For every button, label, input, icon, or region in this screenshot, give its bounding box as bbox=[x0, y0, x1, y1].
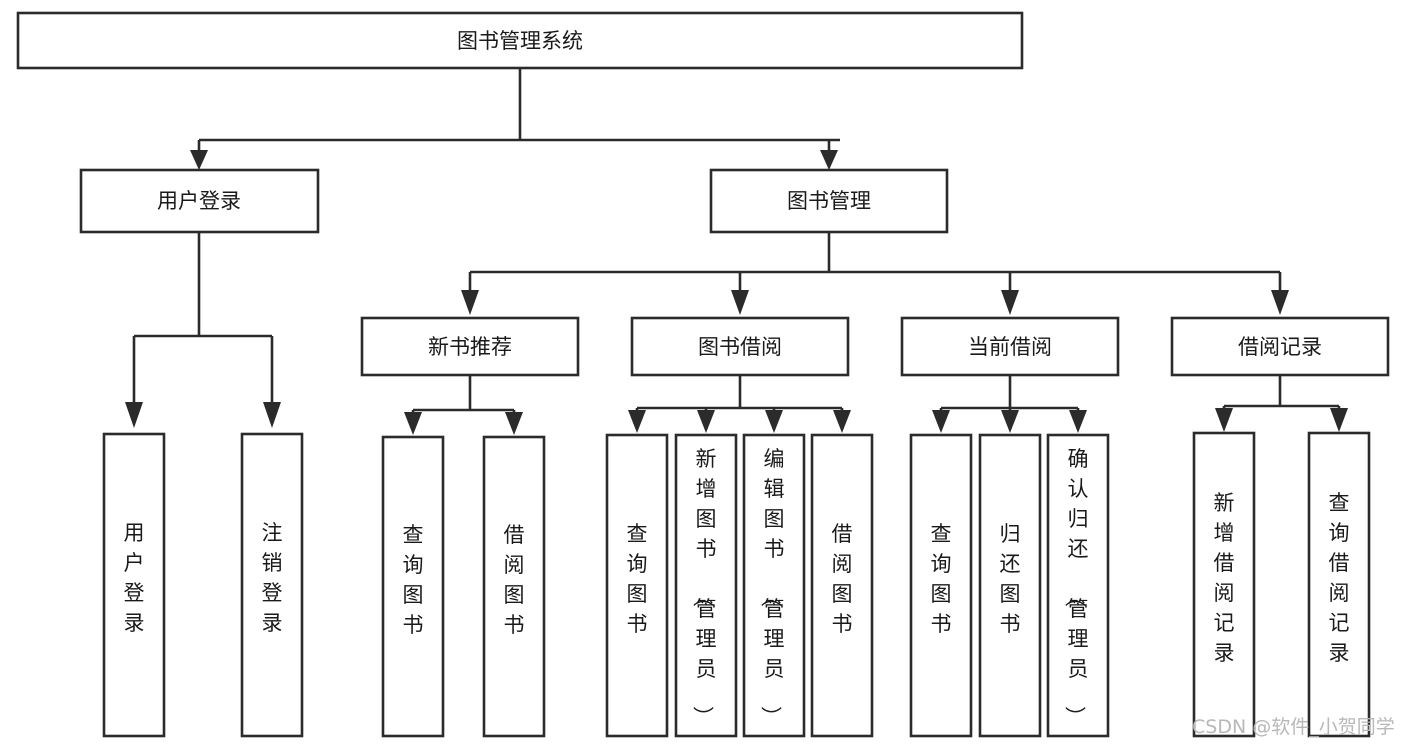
arrow-icon-borrowrecord-leaf-1 bbox=[1215, 408, 1233, 432]
leaf-borrowrecord-add-record[interactable]: 新增借阅记录 bbox=[1192, 431, 1256, 738]
leaf-borrowrecord-query-record-box[interactable] bbox=[1307, 431, 1371, 738]
leaf-bookborrow-borrow-books-label: 借阅图书 bbox=[832, 522, 853, 636]
leaf-borrowrecord-add-record-label: 新增借阅记录 bbox=[1214, 491, 1235, 665]
leaf-newbook-borrow-books-box[interactable] bbox=[482, 435, 546, 738]
node-borrow-record-label: 借阅记录 bbox=[1238, 335, 1322, 359]
node-user-login-label: 用户登录 bbox=[157, 189, 241, 213]
arrow-icon-to-bookborrow bbox=[731, 290, 749, 315]
node-new-book-recommend[interactable]: 新书推荐 bbox=[360, 316, 580, 377]
leaf-currentborrow-confirm-return-admin-box[interactable] bbox=[1046, 433, 1110, 738]
leaf-newbook-query-books-box[interactable] bbox=[381, 435, 445, 738]
arrow-icon-to-borrowrecord bbox=[1271, 290, 1289, 315]
leaf-user-login-box[interactable] bbox=[102, 432, 166, 738]
arrow-icon-bookborrow-leaf-4 bbox=[833, 410, 851, 433]
leaf-bookborrow-query-books-box[interactable] bbox=[605, 433, 669, 738]
leaf-newbook-borrow-books-label: 借阅图书 bbox=[504, 523, 525, 637]
arrow-icon-bookborrow-leaf-3 bbox=[765, 410, 783, 433]
node-current-borrow-label: 当前借阅 bbox=[968, 335, 1052, 359]
node-book-borrow-box[interactable] bbox=[630, 316, 850, 377]
node-book-borrow[interactable]: 图书借阅 bbox=[630, 316, 850, 377]
node-borrow-record[interactable]: 借阅记录 bbox=[1170, 316, 1390, 377]
leaf-user-login-label: 用户登录 bbox=[124, 521, 145, 635]
leaf-newbook-borrow-books[interactable]: 借阅图书 bbox=[482, 435, 546, 738]
leaf-newbook-query-books-label: 查询图书 bbox=[403, 523, 424, 637]
node-new-book-recommend-label: 新书推荐 bbox=[428, 335, 512, 359]
arrow-icon-to-userlogin bbox=[190, 150, 208, 170]
leaf-currentborrow-confirm-return-admin-label: 确认归还（管理员） bbox=[1063, 447, 1089, 727]
leaf-bookborrow-query-books[interactable]: 查询图书 bbox=[605, 433, 669, 738]
node-current-borrow-box[interactable] bbox=[900, 316, 1120, 377]
connector-group bbox=[125, 68, 1348, 435]
arrow-icon-currentborrow-leaf-2 bbox=[1001, 410, 1019, 433]
node-book-management-box[interactable] bbox=[709, 168, 949, 234]
leaf-logout[interactable]: 注销登录 bbox=[240, 432, 304, 738]
leaf-currentborrow-confirm-return-admin[interactable]: 确认归还（管理员） bbox=[1046, 433, 1110, 738]
leaf-borrowrecord-query-record[interactable]: 查询借阅记录 bbox=[1307, 431, 1371, 738]
arrow-icon-to-newbook bbox=[461, 290, 479, 315]
leaf-borrowrecord-add-record-box[interactable] bbox=[1192, 431, 1256, 738]
leaf-newbook-query-books[interactable]: 查询图书 bbox=[381, 435, 445, 738]
leaf-currentborrow-query-books[interactable]: 查询图书 bbox=[909, 433, 973, 738]
leaf-currentborrow-return-books-label: 归还图书 bbox=[1000, 522, 1021, 636]
arrow-icon-currentborrow-leaf-3 bbox=[1069, 410, 1087, 433]
node-book-management-label: 图书管理 bbox=[787, 189, 871, 213]
node-root-label: 图书管理系统 bbox=[457, 29, 583, 53]
leaf-bookborrow-add-book-admin-label: 新增图书（管理员） bbox=[691, 447, 717, 727]
node-current-borrow[interactable]: 当前借阅 bbox=[900, 316, 1120, 377]
leaf-bookborrow-edit-book-admin-label: 编辑图书（管理员） bbox=[759, 447, 785, 727]
arrow-icon-newbook-leaf-1 bbox=[404, 412, 422, 435]
node-book-management[interactable]: 图书管理 bbox=[709, 168, 949, 234]
arrow-icon-borrowrecord-leaf-2 bbox=[1330, 408, 1348, 432]
leaf-bookborrow-borrow-books[interactable]: 借阅图书 bbox=[810, 433, 874, 738]
leaf-bookborrow-edit-book-admin-box[interactable] bbox=[742, 433, 806, 738]
leaf-currentborrow-query-books-label: 查询图书 bbox=[931, 522, 952, 636]
node-user-login[interactable]: 用户登录 bbox=[79, 168, 320, 234]
leaf-bookborrow-query-books-label: 查询图书 bbox=[627, 522, 648, 636]
csdn-watermark: CSDN @软件_小贺同学 bbox=[1192, 716, 1395, 738]
leaf-currentborrow-return-books-box[interactable] bbox=[978, 433, 1042, 738]
arrow-icon-bookborrow-leaf-1 bbox=[628, 410, 646, 433]
node-book-borrow-label: 图书借阅 bbox=[698, 335, 782, 359]
node-root-box[interactable] bbox=[16, 11, 1024, 70]
leaf-logout-box[interactable] bbox=[240, 432, 304, 738]
node-user-login-box[interactable] bbox=[79, 168, 320, 234]
leaf-borrowrecord-query-record-label: 查询借阅记录 bbox=[1329, 491, 1350, 665]
arrow-icon-newbook-leaf-2 bbox=[505, 412, 523, 435]
leaf-bookborrow-borrow-books-box[interactable] bbox=[810, 433, 874, 738]
leaf-user-login[interactable]: 用户登录 bbox=[102, 432, 166, 738]
arrow-icon-to-bookmgmt bbox=[820, 150, 838, 170]
arrow-icon-currentborrow-leaf-1 bbox=[932, 410, 950, 433]
arrow-icon-userlogin-leaf-1 bbox=[125, 402, 143, 428]
leaf-bookborrow-add-book-admin-box[interactable] bbox=[674, 433, 738, 738]
leaf-logout-label: 注销登录 bbox=[262, 521, 283, 635]
node-root-book-management-system[interactable]: 图书管理系统 bbox=[16, 11, 1024, 70]
node-new-book-recommend-box[interactable] bbox=[360, 316, 580, 377]
arrow-icon-to-currentborrow bbox=[1001, 290, 1019, 315]
leaf-bookborrow-edit-book-admin[interactable]: 编辑图书（管理员） bbox=[742, 433, 806, 738]
arrow-icon-bookborrow-leaf-2 bbox=[697, 410, 715, 433]
leaf-currentborrow-return-books[interactable]: 归还图书 bbox=[978, 433, 1042, 738]
node-borrow-record-box[interactable] bbox=[1170, 316, 1390, 377]
leaf-currentborrow-query-books-box[interactable] bbox=[909, 433, 973, 738]
arrow-icon-userlogin-leaf-2 bbox=[263, 402, 281, 428]
leaf-bookborrow-add-book-admin[interactable]: 新增图书（管理员） bbox=[674, 433, 738, 738]
